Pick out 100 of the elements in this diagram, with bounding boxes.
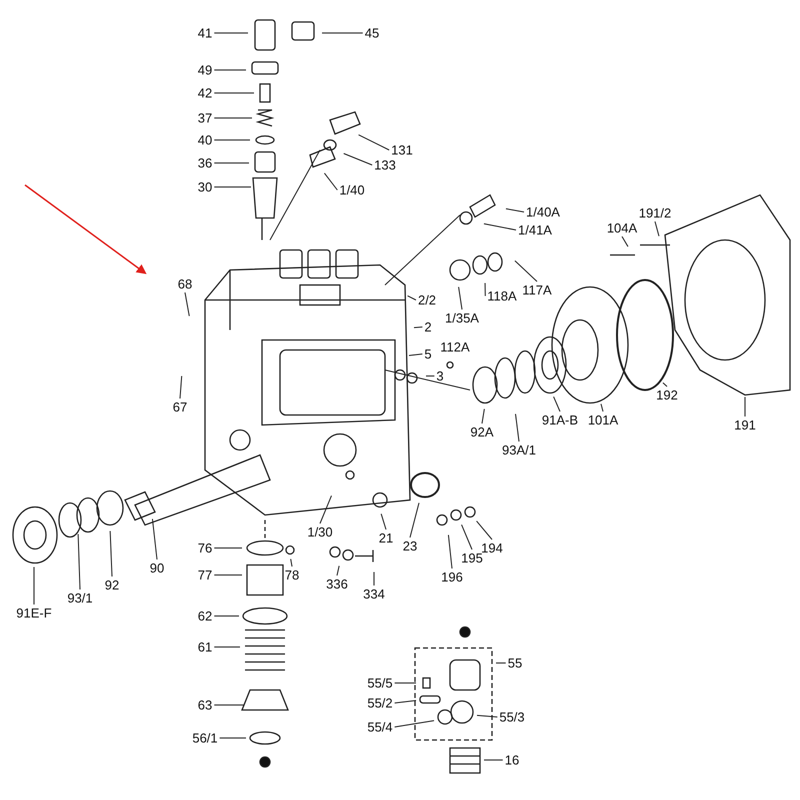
leader-line (290, 558, 292, 567)
leader-line (336, 565, 340, 576)
callout-number: 1/35A (445, 312, 479, 324)
leader-line (110, 530, 112, 577)
callout-number: 194 (481, 542, 503, 554)
leader-line (600, 403, 604, 412)
callout-number: 1/41A (518, 224, 552, 236)
callout-number: 49 (198, 64, 212, 76)
callout-number: 1/30 (307, 526, 333, 538)
leader-line (413, 326, 423, 328)
leader-line (744, 396, 746, 417)
callout-number: 76 (198, 542, 212, 554)
callout-number: 1/40A (526, 206, 560, 218)
callout-number: 68 (178, 278, 192, 290)
callout-number: 55/3 (499, 710, 525, 724)
leader-line (461, 524, 472, 550)
callout-number: 45 (364, 26, 380, 40)
callout-number: 77 (198, 568, 212, 582)
callout-number: 78 (284, 568, 300, 582)
leader-line (505, 208, 524, 212)
callout-number: 67 (172, 400, 188, 414)
callout-number: 5 (424, 348, 432, 360)
leader-line (458, 286, 462, 310)
leader-line (408, 354, 423, 356)
leader-line (214, 704, 244, 706)
leader-line (448, 534, 452, 569)
callout-number: 91E-F (16, 606, 52, 620)
callout-number: 56/1 (192, 732, 218, 744)
leader-line (654, 221, 660, 237)
leader-line (214, 162, 250, 164)
leader-line (322, 32, 364, 34)
callout-number: 2 (424, 320, 432, 334)
callout-number: 195 (461, 552, 483, 564)
callout-number: 196 (441, 570, 463, 584)
callout-number: 112A (440, 340, 470, 354)
callout-number: 118A (487, 290, 517, 302)
callout-number: 41 (198, 26, 212, 40)
leader-line (214, 92, 254, 94)
leader-line (662, 382, 668, 387)
callout-number: 62 (198, 610, 212, 622)
callout-number: 55/4 (367, 720, 393, 734)
callout-number: 92A (470, 426, 494, 438)
callout-number: 92 (104, 578, 120, 592)
leader-line (214, 574, 242, 576)
callout-number: 21 (378, 532, 394, 544)
callout-number: 55/2 (367, 696, 393, 710)
leader-line (407, 295, 416, 300)
leader-line (553, 396, 560, 412)
leader-line (484, 282, 486, 296)
leader-line (476, 714, 498, 718)
callout-number: 117A (522, 284, 552, 296)
callout-number: 191 (734, 418, 756, 432)
leader-line (515, 413, 520, 442)
callout-number: 36 (198, 156, 212, 170)
callout-number: 16 (504, 754, 520, 766)
callout-number: 336 (326, 578, 348, 590)
leader-line (394, 682, 416, 684)
leader-line (496, 662, 506, 664)
leader-line (394, 700, 417, 704)
leader-line (410, 502, 420, 538)
leader-line (514, 260, 538, 282)
callout-number: 61 (198, 640, 212, 654)
callout-number: 334 (363, 588, 385, 600)
callout-number: 30 (198, 180, 212, 194)
leader-line (343, 153, 373, 166)
callout-number: 191/2 (638, 206, 672, 220)
callout-number: 63 (198, 698, 212, 712)
leader-line (320, 495, 332, 524)
leader-line (622, 236, 628, 248)
leader-line (184, 292, 190, 317)
callout-number: 133 (374, 158, 396, 172)
callout-number: 55 (508, 656, 522, 670)
leader-line (152, 518, 158, 560)
callout-number: 93A/1 (502, 444, 536, 456)
leader-line (214, 32, 248, 34)
callout-number: 55/5 (367, 676, 393, 690)
leader-line (394, 720, 435, 728)
callout-number: 40 (198, 134, 212, 146)
callout-number: 131 (391, 144, 413, 156)
leader-line (483, 223, 516, 230)
callout-number: 101A (588, 414, 618, 426)
leader-line (180, 376, 182, 399)
callout-number: 23 (402, 540, 418, 552)
callout-number: 2/2 (418, 294, 436, 306)
leader-line (482, 408, 485, 424)
leader-line (380, 513, 386, 530)
callout-number: 1/40 (339, 184, 365, 196)
callout-number: 192 (656, 388, 678, 402)
leader-line (214, 186, 252, 188)
callout-number: 90 (150, 562, 164, 574)
callout-number: 104A (606, 222, 638, 234)
callout-number: 37 (198, 112, 212, 124)
leader-line (214, 646, 240, 648)
callout-number: 42 (198, 86, 212, 100)
callout-number: 91A-B (542, 414, 578, 426)
leader-line (324, 172, 338, 190)
leader-line (78, 534, 80, 590)
callout-number: 3 (436, 370, 444, 382)
leader-line (476, 520, 492, 540)
callout-number: 93/1 (67, 592, 93, 604)
